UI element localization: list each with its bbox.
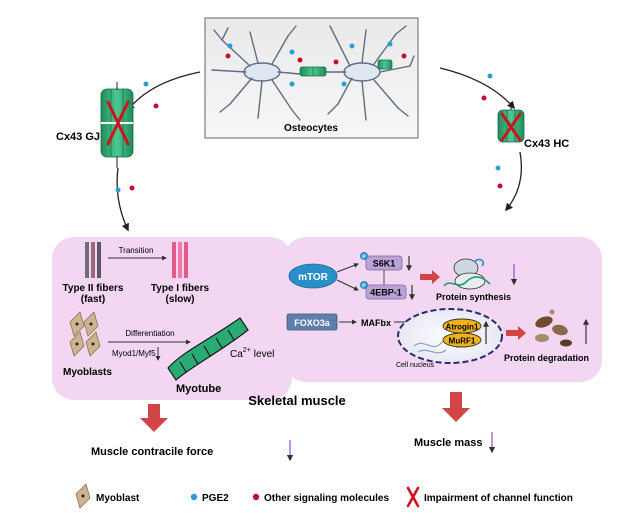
type1-sub: (slow) (166, 294, 195, 305)
left-muscle-panel: Type II fibers (fast) Transition Type I … (52, 237, 292, 400)
4ebp1-node: P 4EBP-1 (360, 281, 407, 300)
type2-sub: (fast) (81, 294, 105, 305)
skeletal-muscle-label: Skeletal muscle (248, 393, 346, 408)
svg-text:P: P (362, 284, 366, 290)
type1-fibers-icon (172, 242, 188, 278)
osteocyte-cell-left (211, 25, 301, 121)
legend-pge2: PGE2 (202, 493, 229, 504)
impairment-x-icon-hc (500, 112, 522, 142)
cell-nucleus-label: Cell nucleus (396, 362, 435, 369)
signal-dot (481, 95, 487, 101)
protein-degradation-label: Protein degradation (504, 353, 589, 363)
contractile-force-label: Muscle contracile force (91, 446, 213, 458)
arrow-to-hc (439, 67, 516, 110)
signal-dot (143, 81, 149, 87)
ribosome-icon (443, 258, 491, 290)
s6k1-node: P S6K1 (360, 252, 403, 271)
degradation-block-arrow (506, 326, 526, 340)
foxo3a-label: FOXO3a (294, 318, 331, 328)
other-legend-dot (252, 493, 260, 501)
cx43-hc-channel-icon (497, 102, 525, 143)
mafbx-label: MAFbx (361, 318, 391, 328)
arrow-hc-to-muscle (505, 151, 523, 212)
muscle-mass-label: Muscle mass (414, 437, 482, 449)
myotube-label: Myotube (176, 383, 221, 395)
right-muscle-panel: mTOR P S6K1 P 4EBP-1 Protein synthesis (284, 237, 602, 382)
mtor-label: mTOR (298, 272, 329, 283)
signal-dot (495, 165, 501, 171)
s6k1-label: S6K1 (373, 259, 396, 269)
mtor-to-4ebp1-arrow (336, 279, 359, 291)
signal-dot (153, 103, 159, 109)
4ebp1-label: 4EBP-1 (370, 288, 402, 298)
osteocyte-signal-dots (225, 41, 407, 87)
osteocytes-label: Osteocytes (284, 123, 338, 134)
arrow-gj-to-muscle (116, 167, 129, 232)
atrogin1-node: Atrogin1 (442, 318, 482, 334)
cx43-hc-label: Cx43 HC (524, 138, 569, 150)
mtor-to-s6k1-arrow (336, 263, 359, 273)
left-outcome-arrow (140, 404, 168, 432)
cx43-gj-label: Cx43 GJ (56, 131, 100, 143)
legend-impairment: Impairment of channel function (424, 493, 573, 504)
murf1-label: MuRF1 (449, 337, 476, 346)
impairment-legend-icon (406, 486, 420, 508)
synthesis-block-arrow (420, 270, 440, 284)
mtor-node: mTOR (288, 263, 338, 289)
type2-title: Type II fibers (63, 283, 124, 294)
pge2-legend-dot (190, 493, 198, 501)
type1-title: Type I fibers (151, 283, 210, 294)
arrow-to-gj (127, 71, 201, 112)
myoblasts-label: Myoblasts (63, 367, 112, 378)
svg-text:P: P (362, 255, 366, 261)
signal-dot (115, 187, 121, 193)
legend-other: Other signaling molecules (264, 493, 389, 504)
right-outcome-arrow (442, 392, 470, 422)
myoblasts-icon (69, 311, 101, 357)
foxo3a-node: FOXO3a (286, 313, 338, 331)
protein-synthesis-label: Protein synthesis (436, 292, 511, 302)
calcium-level-label: Ca2+level (230, 347, 274, 360)
murf1-node: MuRF1 (442, 332, 482, 348)
osteocytes-box: Osteocytes (204, 17, 419, 139)
type2-fibers-icon (85, 242, 101, 278)
signal-dot (129, 185, 135, 191)
legend-myoblast: Myoblast (96, 493, 140, 504)
signal-dot (487, 73, 493, 79)
myoblast-legend-icon (75, 483, 91, 509)
myod-label: Myod1/Myf5 (112, 349, 156, 358)
signal-dot (497, 183, 503, 189)
myotube-icon (167, 317, 249, 381)
impairment-x-icon (106, 100, 130, 146)
atrogin1-label: Atrogin1 (446, 323, 479, 332)
differentiation-label: Differentiation (125, 329, 174, 338)
transition-label: Transition (119, 246, 154, 255)
osteocyte-cell-right (321, 25, 415, 121)
legend: Myoblast PGE2 Other signaling molecules … (75, 483, 573, 509)
gap-junction-channel-small (299, 59, 393, 77)
protein-fragments-icon (535, 309, 572, 347)
